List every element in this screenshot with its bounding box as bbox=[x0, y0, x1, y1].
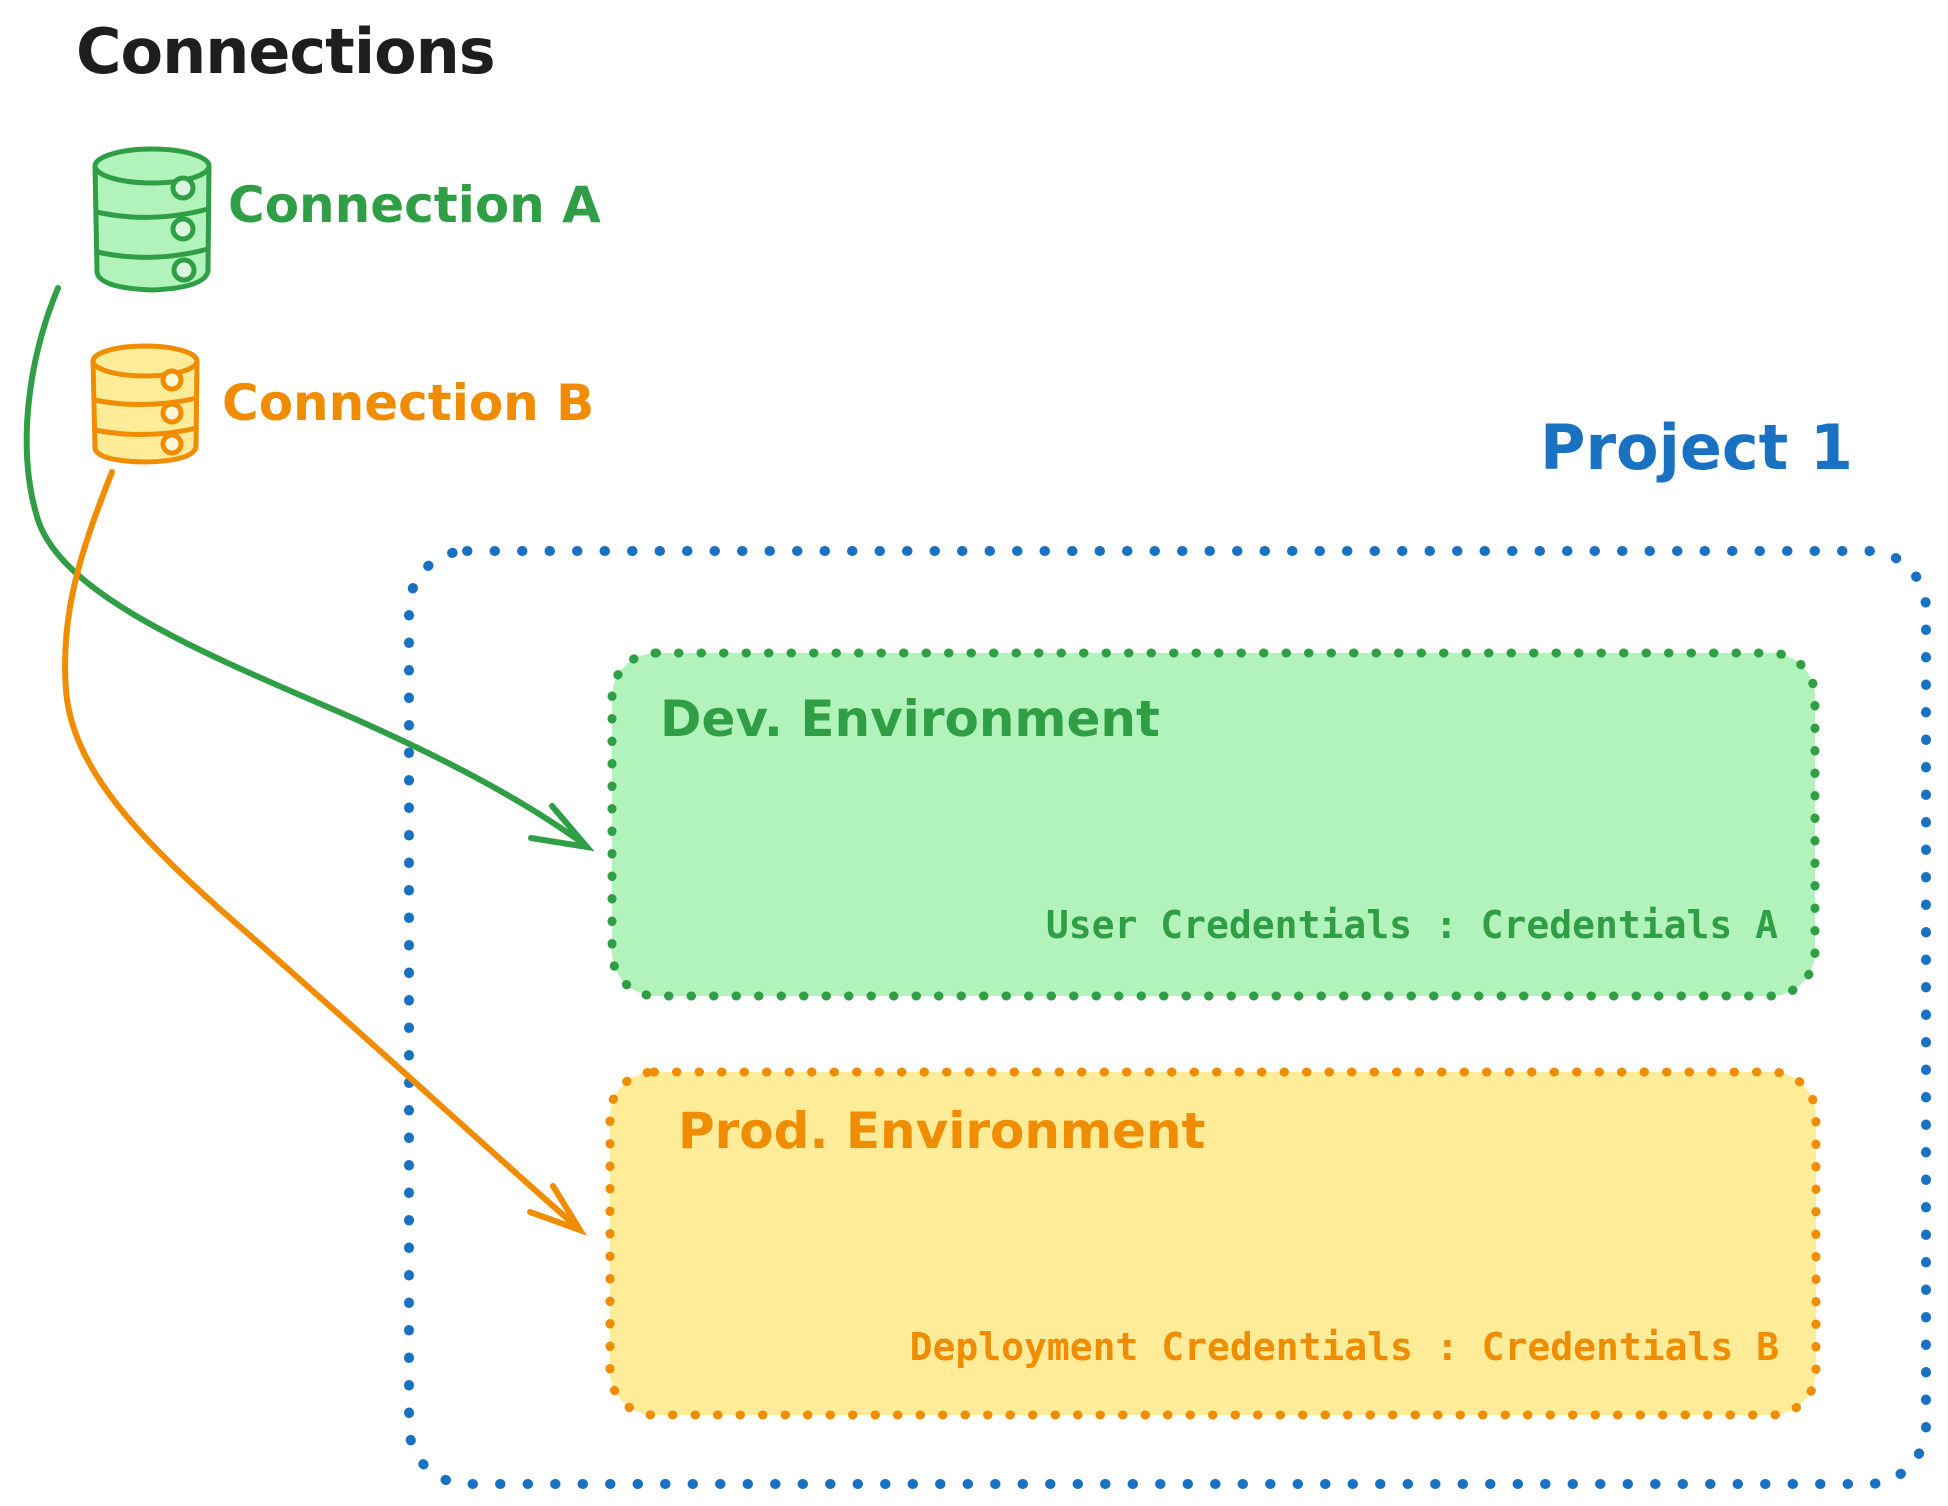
arrow-connection-b-to-prod bbox=[62, 469, 588, 1236]
dev-environment-label: Dev. Environment bbox=[660, 690, 1160, 748]
connections-title: Connections bbox=[76, 15, 496, 88]
dev-environment-box-border bbox=[607, 648, 1820, 1001]
project-title: Project 1 bbox=[1540, 411, 1854, 484]
prod-environment-label: Prod. Environment bbox=[678, 1102, 1206, 1160]
prod-environment-credentials: Deployment Credentials : Credentials B bbox=[909, 1325, 1779, 1369]
prod-environment-box-border bbox=[605, 1067, 1821, 1420]
database-icon bbox=[92, 146, 212, 293]
arrow-connection-a-to-dev bbox=[23, 285, 595, 852]
connection-b-label: Connection B bbox=[222, 374, 595, 432]
dev-environment-box-fill bbox=[612, 653, 1815, 996]
dev-environment-credentials: User Credentials : Credentials A bbox=[1045, 903, 1778, 947]
prod-environment-box-fill bbox=[610, 1072, 1816, 1415]
connection-a-label: Connection A bbox=[228, 176, 601, 234]
database-icon bbox=[90, 343, 200, 465]
project-container-box bbox=[404, 546, 1931, 1489]
